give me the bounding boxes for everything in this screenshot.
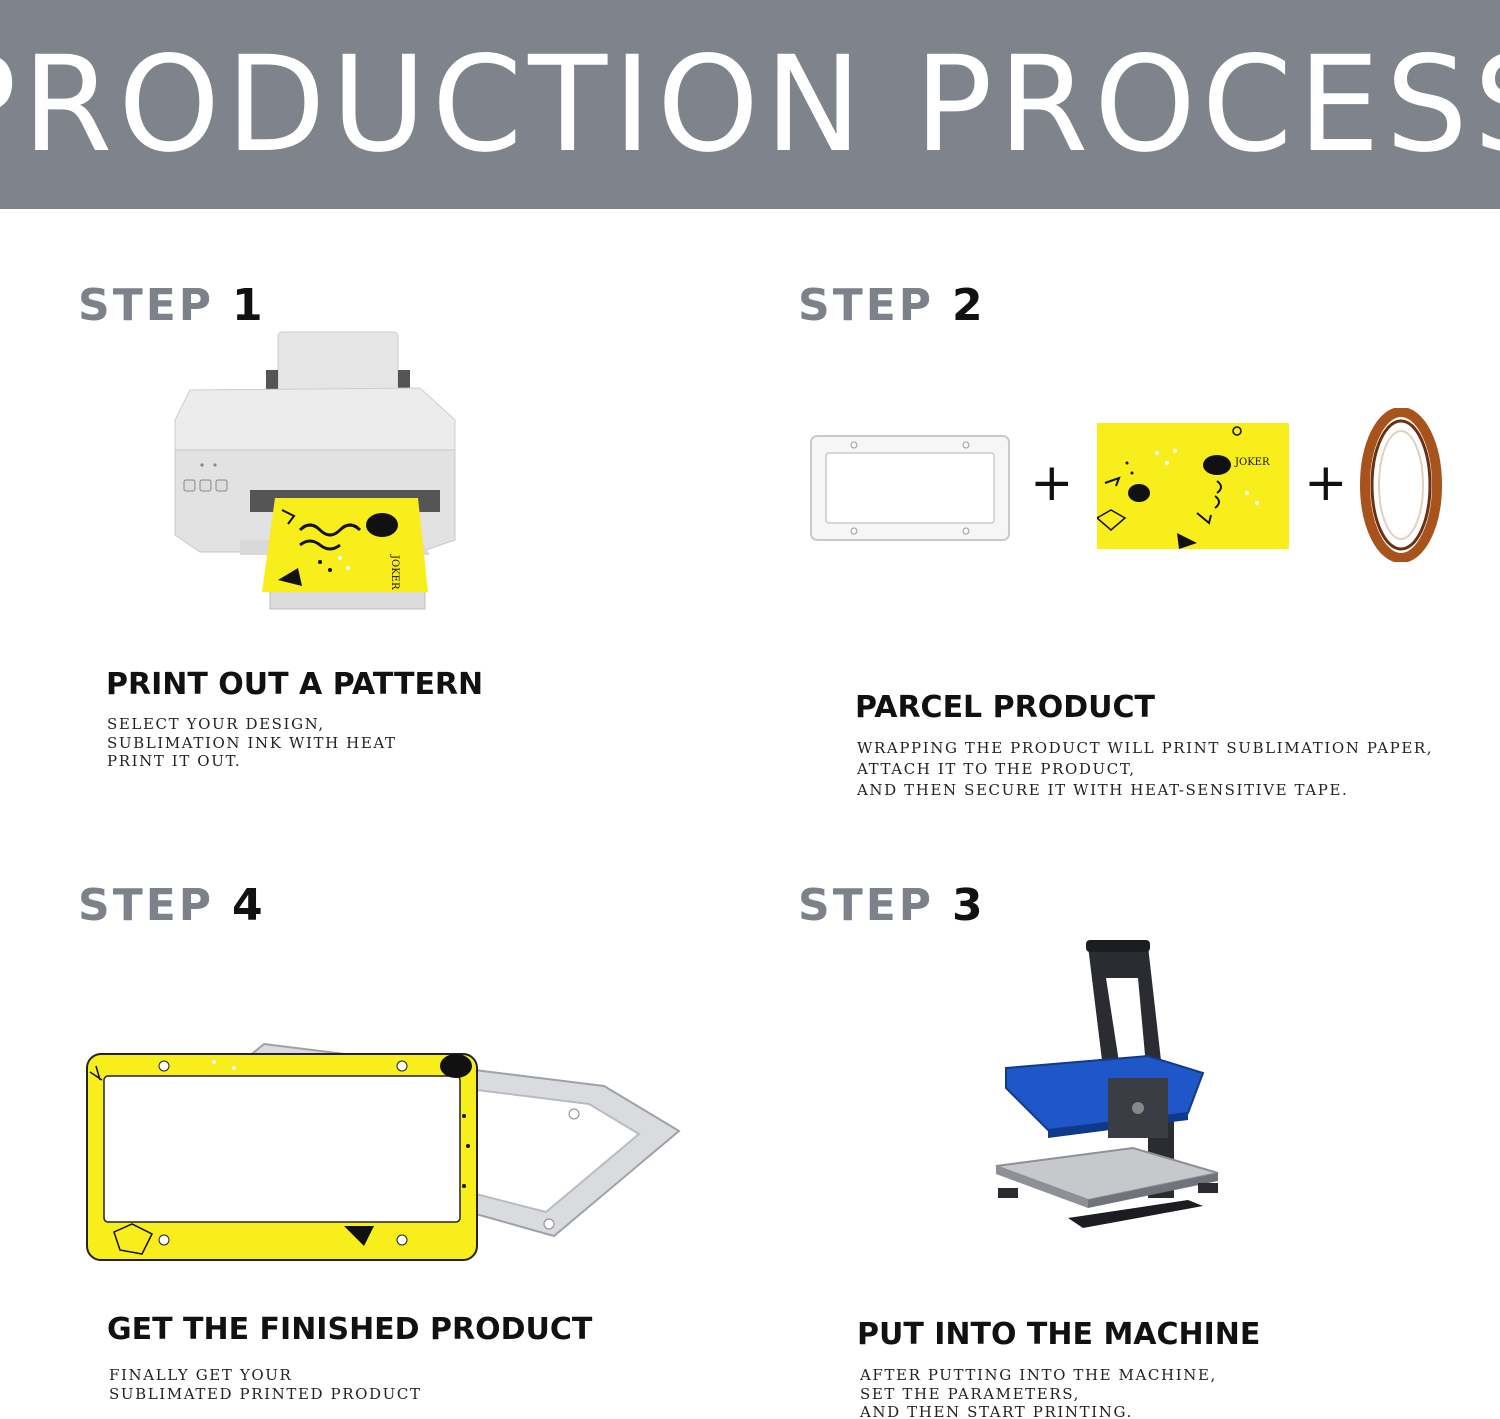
- step-4-label: STEP 4: [78, 880, 266, 931]
- step-word: STEP: [78, 280, 215, 331]
- step-4-description: FINALLY GET YOUR SUBLIMATED PRINTED PROD…: [109, 1366, 422, 1403]
- description-line: AFTER PUTTING INTO THE MACHINE,: [860, 1366, 1217, 1384]
- license-frame-icon: [810, 435, 1010, 541]
- heat-press-icon: [995, 940, 1219, 1228]
- sublimation-paper-icon: JOKER: [1097, 423, 1289, 549]
- description-line: SELECT YOUR DESIGN,: [107, 715, 325, 733]
- step-number: 4: [232, 880, 266, 931]
- step-number: 1: [232, 280, 266, 331]
- paper-brand: JOKER: [389, 554, 400, 590]
- step-word: STEP: [798, 880, 935, 931]
- description-line: ATTACH IT TO THE PRODUCT,: [857, 760, 1136, 778]
- description-line: PRINT IT OUT.: [107, 752, 242, 770]
- description-line: AND THEN START PRINTING.: [860, 1403, 1133, 1419]
- description-line: FINALLY GET YOUR: [109, 1366, 293, 1384]
- step-word: STEP: [78, 880, 215, 931]
- description-line: SET THE PARAMETERS,: [860, 1384, 1080, 1403]
- step-2-description: WRAPPING THE PRODUCT WILL PRINT SUBLIMAT…: [857, 738, 1433, 801]
- step-4-heading: GET THE FINISHED PRODUCT: [107, 1312, 593, 1347]
- description-line: SUBLIMATION INK WITH HEAT: [107, 733, 397, 752]
- printer-icon: JOKER: [174, 331, 456, 610]
- step-1-description: SELECT YOUR DESIGN, SUBLIMATION INK WITH…: [107, 715, 397, 771]
- step-number: 2: [952, 280, 986, 331]
- plus-sign: +: [1304, 453, 1348, 513]
- description-line: AND THEN SECURE IT WITH HEAT-SENSITIVE T…: [857, 781, 1349, 799]
- paper-brand: JOKER: [1234, 457, 1270, 468]
- step-3-description: AFTER PUTTING INTO THE MACHINE, SET THE …: [860, 1366, 1217, 1419]
- plus-sign: +: [1030, 453, 1074, 513]
- step-1-label: STEP 1: [78, 280, 266, 331]
- step-1-heading: PRINT OUT A PATTERN: [106, 667, 484, 702]
- page-title: PRODUCTION PROCESS: [0, 27, 1500, 182]
- step-number: 3: [952, 880, 986, 931]
- step-word: STEP: [798, 280, 935, 331]
- description-line: WRAPPING THE PRODUCT WILL PRINT SUBLIMAT…: [857, 739, 1434, 757]
- description-line: SUBLIMATED PRINTED PRODUCT: [109, 1384, 422, 1403]
- step-2-heading: PARCEL PRODUCT: [855, 690, 1155, 725]
- step-3-heading: PUT INTO THE MACHINE: [857, 1317, 1261, 1352]
- step-2-label: STEP 2: [798, 280, 986, 331]
- heat-tape-icon: [1360, 408, 1442, 562]
- finished-frame-icon: [86, 1042, 681, 1261]
- header-banner: PRODUCTION PROCESS: [0, 0, 1500, 209]
- step-3-label: STEP 3: [798, 880, 986, 931]
